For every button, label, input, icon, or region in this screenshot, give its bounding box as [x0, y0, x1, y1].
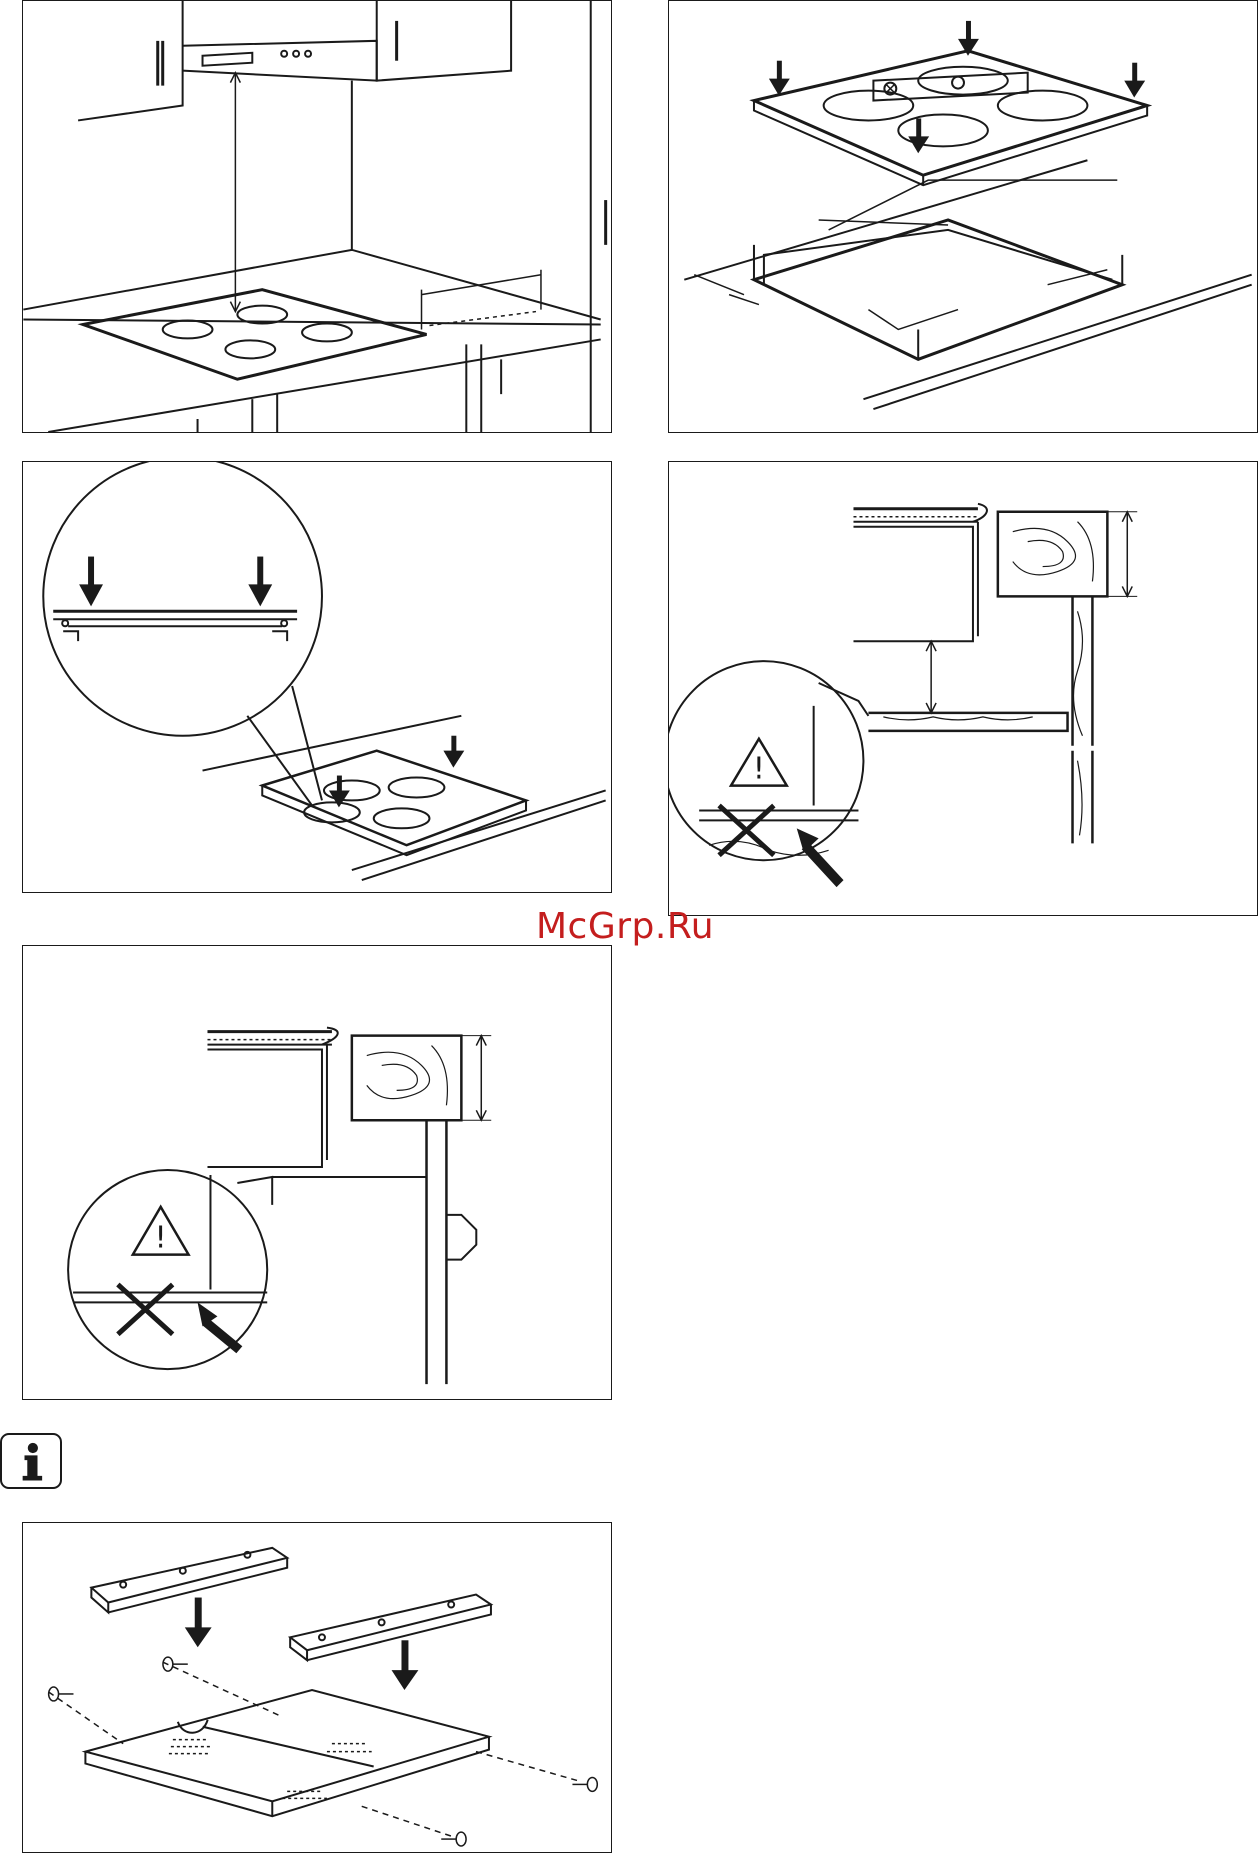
- watermark-text: McGrp.Ru: [536, 906, 714, 947]
- figure-drawer-gap: !: [22, 945, 612, 1400]
- warning-triangle-icon: !: [155, 1221, 167, 1256]
- figure-hood-clearance: [22, 0, 612, 433]
- figure-hob-cutout: [668, 0, 1258, 433]
- info-icon: [0, 1433, 62, 1489]
- warning-triangle-icon: !: [753, 752, 765, 787]
- figure-protection-box: [22, 1522, 612, 1853]
- figure-oven-gap: !: [668, 461, 1258, 916]
- figure-hob-seal: [22, 461, 612, 893]
